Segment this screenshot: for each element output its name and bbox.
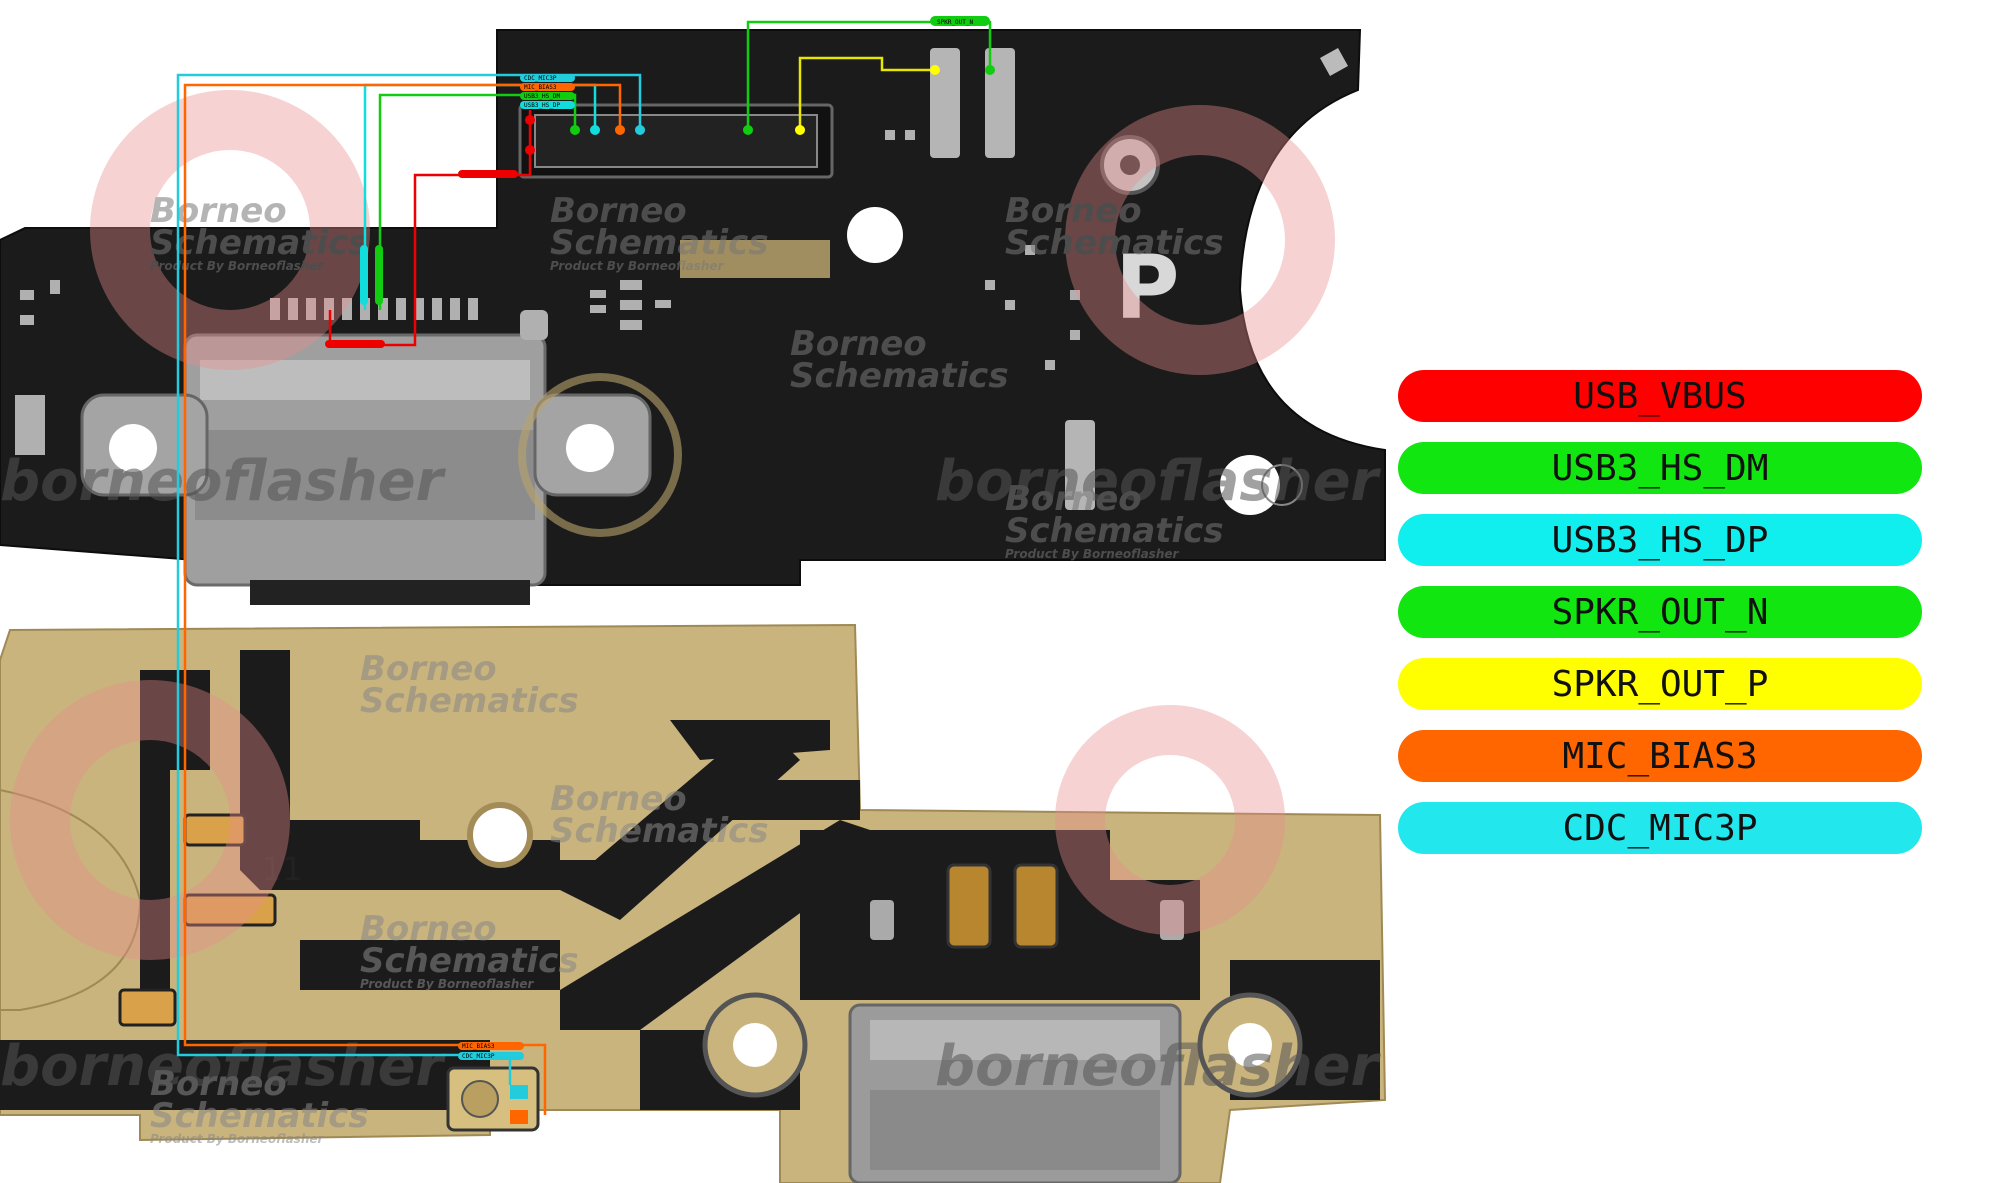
wm-brand: borneoflasher xyxy=(935,1034,1382,1099)
trace-usb3-hs-dm xyxy=(378,93,577,310)
wm-title: Schematics xyxy=(150,223,369,263)
silkscreen-p: P xyxy=(1115,236,1180,339)
tag-cdc-mic-bottom: CDC_MIC3P xyxy=(462,1053,495,1060)
signal-legend: USB_VBUS USB3_HS_DM USB3_HS_DP SPKR_OUT_N SP… xyxy=(1398,370,1922,874)
wm-title: Schematics xyxy=(1005,511,1224,551)
wm-title: Schematics xyxy=(550,223,769,263)
top-board: P xyxy=(0,29,1386,605)
wm-byline: Product By Borneoflasher xyxy=(360,977,534,991)
tag-cdc-mic: CDC_MIC3P xyxy=(524,75,557,82)
tag-hs-dm: USB3_HS_DM xyxy=(524,93,561,100)
trace-tags: SPKR_OUT_N CDC_MIC3P MIC_BIAS3 USB3_HS_D… xyxy=(458,16,990,1060)
wm-title: Borneo xyxy=(150,191,287,231)
wm-byline: Product By Borneoflasher xyxy=(150,259,324,273)
trace-spkr-out-n xyxy=(746,20,992,130)
wm-title: Borneo xyxy=(550,191,687,231)
wm-title: Schematics xyxy=(550,811,769,851)
wm-brand: borneoflasher xyxy=(0,449,447,514)
wm-byline: Product By Borneoflasher xyxy=(1005,547,1179,561)
wm-title: Schematics xyxy=(360,681,579,721)
wm-byline: Product By Borneoflasher xyxy=(150,1132,324,1146)
bottom-board: 11 xyxy=(0,623,1387,1183)
tag-hs-dp: USB3_HS_DP xyxy=(524,102,561,109)
pcb-diagram: P 11 xyxy=(0,16,1387,1183)
wm-brand: borneoflasher xyxy=(935,449,1382,514)
wm-title: Schematics xyxy=(360,941,579,981)
wm-title: Borneo xyxy=(1005,479,1142,519)
legend-item: SPKR_OUT_N xyxy=(1398,586,1922,638)
legend-item: USB_VBUS xyxy=(1398,370,1922,422)
wm-byline: Product By Borneoflasher xyxy=(550,259,724,273)
wm-title: Schematics xyxy=(150,1096,369,1136)
wm-title: Borneo xyxy=(1005,191,1142,231)
tag-mic-bias-bottom: MIC_BIAS3 xyxy=(462,1043,495,1050)
trace-usb-vbus xyxy=(328,110,532,347)
wm-title: Schematics xyxy=(1005,223,1224,263)
test-points xyxy=(325,65,995,1124)
silkscreen-11: 11 xyxy=(262,850,303,888)
legend-label: USB3_HS_DM xyxy=(1551,447,1769,489)
legend-item: SPKR_OUT_P xyxy=(1398,658,1922,710)
legend-label: USB_VBUS xyxy=(1573,375,1747,417)
legend-label: SPKR_OUT_N xyxy=(1551,591,1769,633)
tag-mic-bias: MIC_BIAS3 xyxy=(524,84,557,91)
wm-title: Borneo xyxy=(360,649,497,689)
wm-title: Borneo xyxy=(550,779,687,819)
legend-label: CDC_MIC3P xyxy=(1562,807,1758,849)
wm-title: Borneo xyxy=(150,1064,287,1104)
trace-spkr-out-p xyxy=(798,56,935,130)
legend-item: USB3_HS_DM xyxy=(1398,442,1922,494)
legend-label: MIC_BIAS3 xyxy=(1562,735,1758,777)
tag-spkr-n: SPKR_OUT_N xyxy=(937,19,974,26)
legend-item: CDC_MIC3P xyxy=(1398,802,1922,854)
wm-title: Borneo xyxy=(360,909,497,949)
legend-item: USB3_HS_DP xyxy=(1398,514,1922,566)
trace-mic-bias3 xyxy=(183,83,622,1115)
legend-label: SPKR_OUT_P xyxy=(1551,663,1769,705)
legend-label: USB3_HS_DP xyxy=(1551,519,1769,561)
legend-item: MIC_BIAS3 xyxy=(1398,730,1922,782)
wm-title: Borneo xyxy=(790,324,927,364)
wm-title: Schematics xyxy=(790,356,1009,396)
